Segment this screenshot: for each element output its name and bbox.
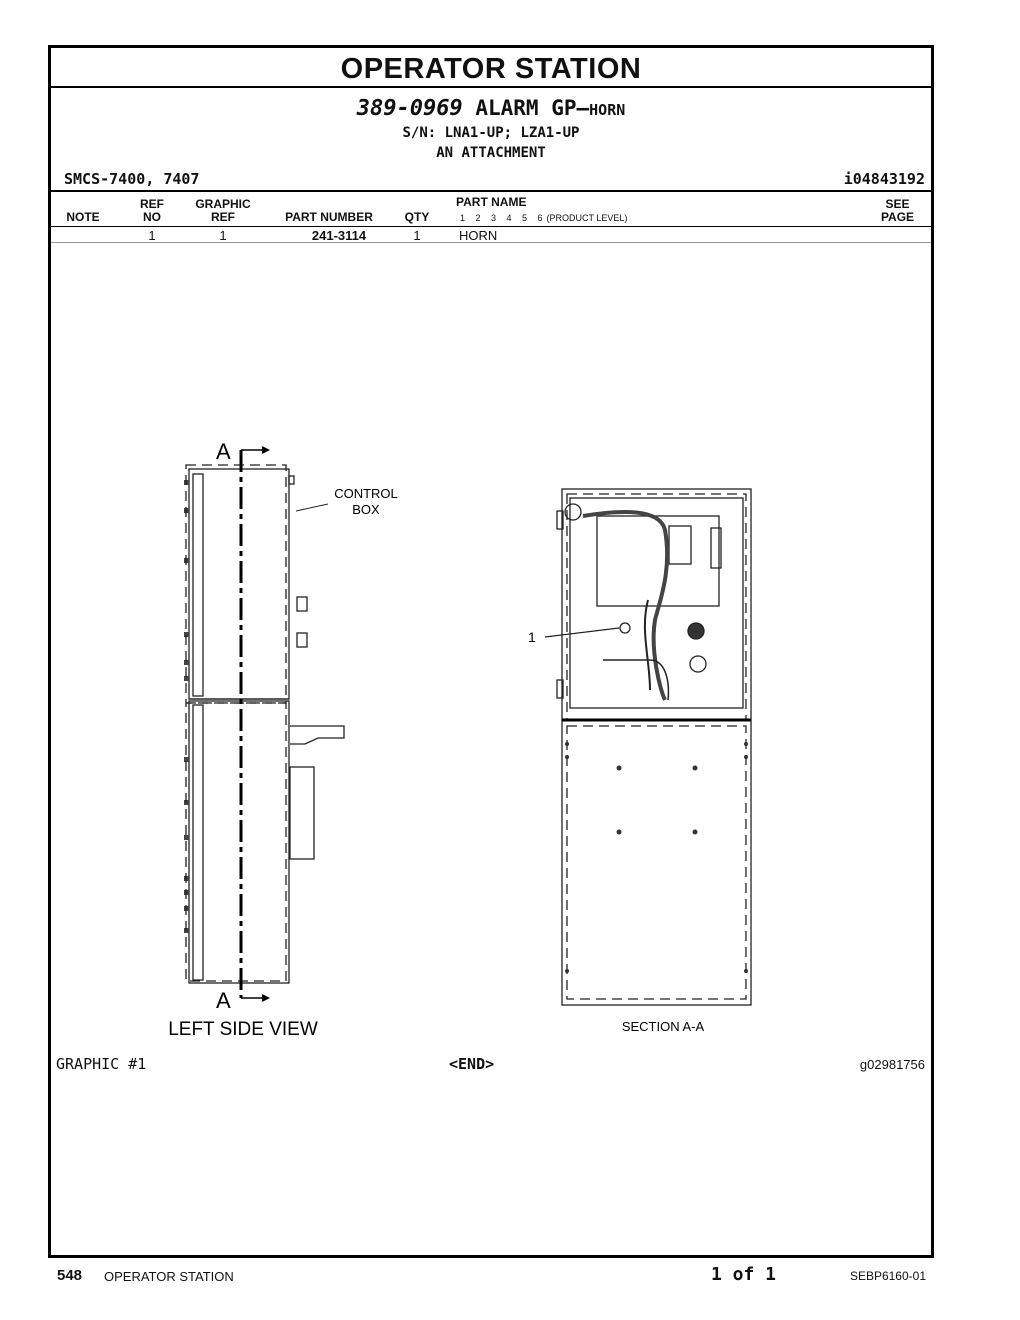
graphic-label: GRAPHIC #1	[56, 1055, 147, 1073]
level-numbers: 1 2 3 4 5 6	[460, 213, 543, 223]
row-ref-no: 1	[148, 228, 156, 243]
col-note: NOTE	[66, 210, 100, 224]
col-ref-no: REF NO	[134, 198, 170, 224]
footer-section-title: OPERATOR STATION	[104, 1269, 234, 1284]
product-levels: 1 2 3 4 5 6(PRODUCT LEVEL)	[460, 213, 627, 223]
page-frame: OPERATOR STATION 389-0969 ALARM GP–HORN …	[48, 45, 934, 1258]
group-title: 389-0969 ALARM GP–HORN	[51, 96, 931, 121]
col-graphic-ref: GRAPHIC REF	[188, 198, 258, 224]
product-level-label: (PRODUCT LEVEL)	[546, 213, 628, 223]
control-box-label-line1: CONTROL	[334, 486, 398, 501]
left-side-view	[184, 446, 345, 1002]
header-divider	[51, 190, 931, 192]
callout-1: 1	[528, 629, 536, 645]
col-part-name: PART NAME	[456, 195, 527, 209]
col-ref-no-line2: NO	[143, 210, 161, 224]
col-ref-no-line1: REF	[140, 197, 164, 211]
row-part-number: 241-3114	[311, 228, 367, 243]
page-title: OPERATOR STATION	[51, 48, 931, 88]
group-part-number: 389-0969	[356, 96, 463, 121]
left-side-view-label: LEFT SIDE VIEW	[168, 1019, 318, 1040]
section-a-a-view	[544, 488, 752, 1006]
col-see-page-line2: PAGE	[880, 210, 915, 224]
table-row-rule	[51, 242, 931, 243]
smcs-code: SMCS-7400, 7407	[64, 170, 200, 188]
group-dash: –	[576, 96, 590, 120]
section-mark-bottom: A	[216, 988, 231, 1013]
footer-page-of: 1 of 1	[711, 1264, 777, 1285]
col-see-page: SEE PAGE	[866, 198, 929, 224]
table-header-rule	[51, 226, 931, 227]
illustration-id: i04843192	[843, 170, 925, 188]
group-subname: HORN	[589, 101, 626, 119]
section-a-a-label: SECTION A-A	[622, 1019, 705, 1034]
col-part-number: PART NUMBER	[285, 210, 373, 224]
col-graphic-ref-line1: GRAPHIC	[195, 197, 251, 211]
attachment-note: AN ATTACHMENT	[436, 145, 546, 161]
control-box-label-line2: BOX	[352, 502, 380, 517]
col-graphic-ref-line2: REF	[211, 210, 235, 224]
serial-numbers: S/N: LNA1-UP; LZA1-UP	[402, 125, 580, 141]
section-mark-top: A	[216, 439, 231, 464]
col-qty: QTY	[404, 210, 430, 224]
row-part-name: HORN	[459, 228, 498, 243]
group-name: ALARM GP	[475, 96, 577, 120]
col-see-page-line1: SEE	[885, 197, 910, 211]
row-qty: 1	[413, 228, 421, 243]
footer-page-number: 548	[57, 1267, 83, 1284]
end-marker: <END>	[449, 1055, 495, 1073]
footer-document-id: SEBP6160-01	[849, 1269, 926, 1283]
graphic-number: g02981756	[859, 1057, 925, 1072]
row-graphic-ref: 1	[219, 228, 227, 243]
